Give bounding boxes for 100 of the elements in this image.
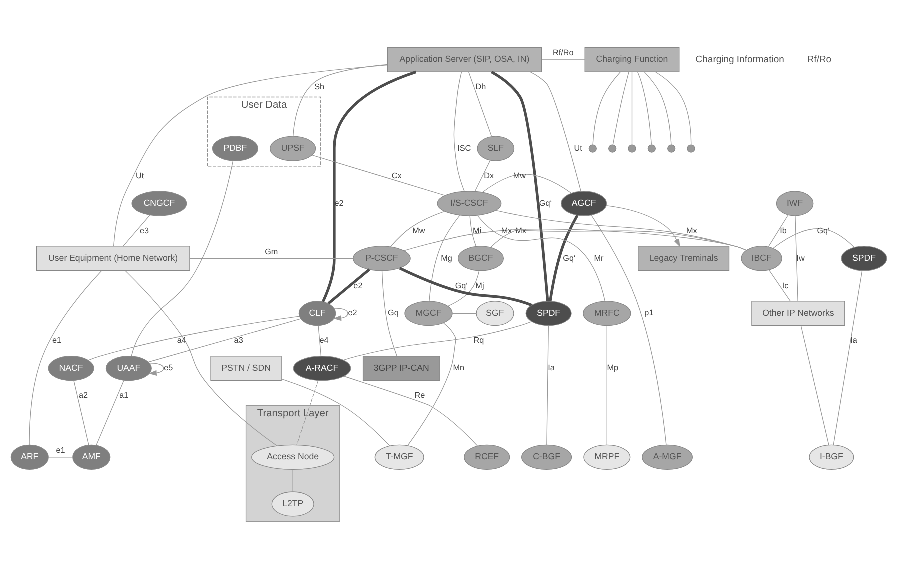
connector bbox=[591, 214, 667, 445]
connector bbox=[29, 270, 102, 445]
connector bbox=[296, 380, 319, 445]
node-ellipse: Access Node bbox=[252, 444, 335, 470]
node-box: 3GPP IP-CAN bbox=[362, 356, 440, 381]
connector bbox=[454, 72, 465, 192]
connector bbox=[399, 266, 532, 306]
connector bbox=[48, 456, 74, 458]
node-ellipse: SPDF bbox=[841, 246, 888, 271]
connector bbox=[491, 70, 550, 301]
connector bbox=[312, 154, 446, 196]
node-box: Other IP Networks bbox=[752, 300, 846, 326]
connector bbox=[795, 215, 798, 301]
node-box: PSTN / SDN bbox=[210, 356, 282, 381]
node-ellipse: A-MGF bbox=[642, 444, 693, 470]
connector bbox=[293, 64, 388, 136]
connector bbox=[328, 268, 370, 304]
connector bbox=[549, 214, 579, 302]
node-ellipse: AGCF bbox=[561, 190, 608, 216]
connector bbox=[656, 71, 692, 145]
node-ellipse: SLF bbox=[477, 136, 515, 161]
connector bbox=[477, 214, 606, 302]
label: Charging Information bbox=[696, 54, 784, 65]
node-box: Charging Function bbox=[584, 46, 680, 72]
label: Rf/Ro bbox=[807, 54, 832, 65]
arrow bbox=[606, 205, 680, 247]
connector bbox=[546, 325, 549, 445]
node-circle bbox=[588, 144, 597, 152]
connector bbox=[343, 320, 532, 360]
connector bbox=[88, 316, 300, 360]
node-ellipse: CLF bbox=[298, 300, 336, 326]
node-circle bbox=[668, 144, 676, 152]
node-ellipse: I/S-CSCF bbox=[437, 190, 502, 216]
node-ellipse: IBCF bbox=[741, 246, 782, 271]
connector bbox=[390, 210, 446, 247]
node-ellipse: A-RACF bbox=[293, 356, 352, 381]
connector bbox=[495, 210, 748, 250]
node-box: User Equipment (Home Network) bbox=[36, 246, 190, 271]
connector bbox=[322, 70, 417, 302]
connector bbox=[470, 215, 477, 246]
node-box: Application Server (SIP, OSA, IN) bbox=[387, 46, 542, 72]
connector bbox=[542, 59, 586, 60]
node-ellipse: RCEF bbox=[464, 444, 510, 470]
node-ellipse: L2TP bbox=[272, 491, 314, 516]
node-box: Legacy Treminals bbox=[638, 246, 730, 271]
node-ellipse: IWF bbox=[776, 190, 814, 216]
node-ellipse: UAAF bbox=[106, 356, 152, 381]
node-ellipse: P-CSCF bbox=[353, 246, 411, 271]
node-ellipse: MRFC bbox=[583, 300, 632, 326]
connector bbox=[114, 64, 388, 246]
node-ellipse: SGF bbox=[476, 300, 514, 326]
connector bbox=[318, 325, 322, 356]
connector bbox=[592, 71, 621, 145]
connector bbox=[800, 325, 830, 445]
node-ellipse: T-MGF bbox=[374, 444, 424, 470]
connector bbox=[644, 71, 672, 145]
connector bbox=[408, 322, 456, 446]
connector bbox=[632, 71, 633, 145]
node-ellipse: ARF bbox=[10, 444, 49, 470]
connector bbox=[148, 318, 302, 362]
node-ellipse: BGCF bbox=[458, 246, 504, 271]
connector bbox=[468, 71, 492, 137]
node-circle bbox=[687, 144, 696, 152]
node-ellipse: SPDF bbox=[526, 300, 572, 326]
connector bbox=[612, 72, 630, 145]
connector bbox=[530, 71, 582, 192]
connector bbox=[768, 214, 789, 247]
node-ellipse: NACF bbox=[48, 356, 94, 381]
connector bbox=[344, 376, 478, 446]
connector bbox=[131, 160, 234, 356]
connector bbox=[833, 270, 863, 445]
node-circle bbox=[608, 144, 617, 152]
node-ellipse: UPSF bbox=[270, 136, 316, 161]
connector bbox=[281, 378, 390, 446]
connector bbox=[429, 214, 460, 302]
connector bbox=[74, 380, 90, 445]
connector bbox=[474, 160, 491, 192]
node-ellipse: I-BGF bbox=[809, 444, 854, 470]
node-ellipse: MRPF bbox=[584, 444, 631, 470]
node-circle bbox=[628, 144, 636, 152]
connector bbox=[122, 214, 150, 246]
arrow bbox=[333, 308, 348, 321]
connector bbox=[768, 269, 791, 302]
connector bbox=[382, 270, 398, 356]
node-ellipse: AMF bbox=[72, 444, 111, 470]
connector bbox=[772, 228, 855, 248]
node-ellipse: CNGCF bbox=[132, 190, 188, 216]
connector bbox=[404, 228, 747, 251]
node-ellipse: PDBF bbox=[212, 136, 258, 161]
connector bbox=[96, 380, 124, 446]
connector bbox=[606, 325, 608, 445]
node-ellipse: C-BGF bbox=[522, 444, 572, 470]
connector bbox=[452, 312, 476, 314]
connector bbox=[448, 270, 480, 306]
connector bbox=[292, 468, 294, 492]
connector bbox=[638, 71, 652, 145]
node-circle bbox=[648, 144, 656, 152]
connector bbox=[482, 174, 572, 194]
connector bbox=[125, 270, 278, 446]
arrow bbox=[148, 362, 164, 376]
